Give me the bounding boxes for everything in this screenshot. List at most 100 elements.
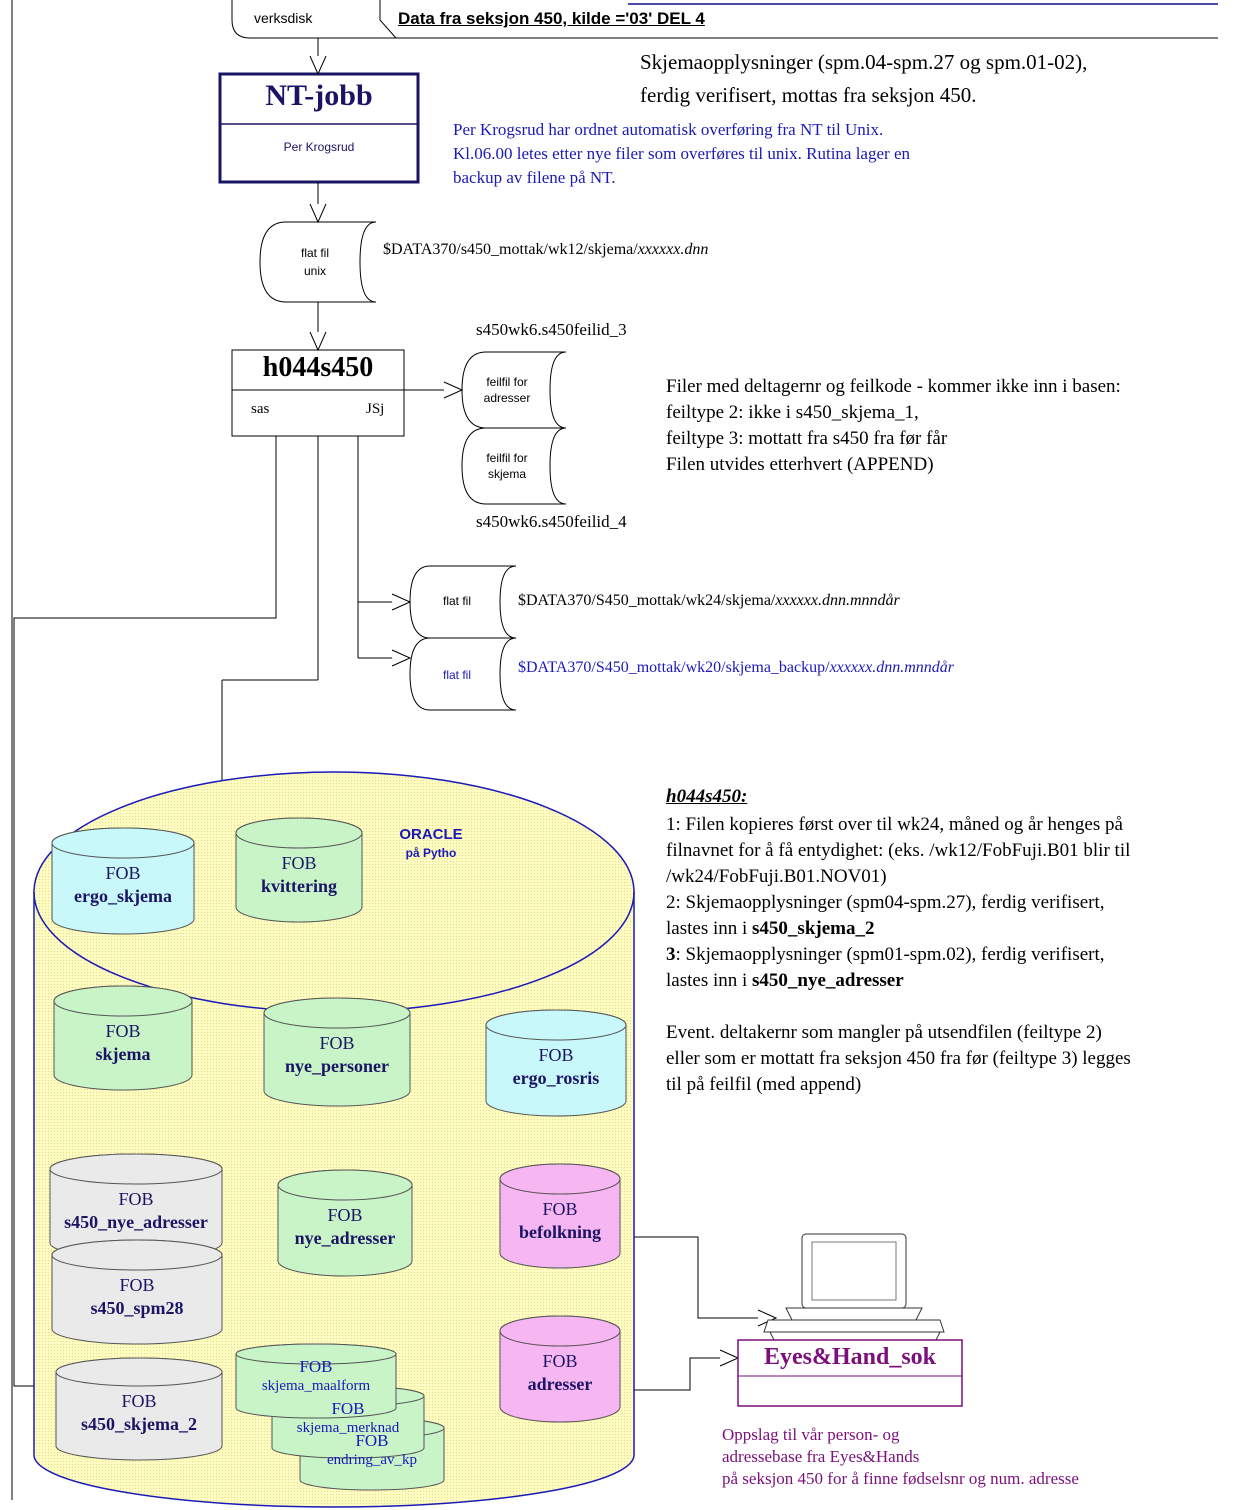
db-label-name: endring_av_kp	[327, 1452, 417, 1469]
db-table-s450-spm28	[51, 1239, 223, 1345]
desc-line: lastes inn i s450_nye_adresser	[666, 968, 1131, 994]
db-label-prefix: FOB	[299, 1357, 333, 1376]
db-table-nye-adresser	[277, 1169, 413, 1277]
feilid-3-name: s450wk6.s450feilid_3	[476, 320, 627, 339]
db-label-prefix: FOB	[319, 1033, 355, 1053]
flat-unix-path: $DATA370/s450_mottak/wk12/skjema/xxxxxx.…	[383, 241, 708, 259]
desc-text: lastes inn i	[666, 970, 753, 991]
desc-line: eller som er mottatt fra seksjon 450 fra…	[666, 1048, 1131, 1069]
db-label-name: befolkning	[518, 1221, 602, 1242]
path-text: $DATA370/s450_mottak/wk12/skjema/	[383, 241, 638, 258]
db-label-prefix: FOB	[538, 1045, 574, 1065]
db-label-name: s450_skjema_2	[81, 1413, 197, 1434]
db-table-adresser	[499, 1315, 621, 1423]
db-label-skjema-maalform: FOB skjema_maalform	[236, 1356, 396, 1396]
db-table-nye-personer	[263, 997, 411, 1107]
db-label-prefix: FOB	[105, 1021, 141, 1041]
feilfil-label-line: feilfil for	[486, 451, 528, 465]
desc-line: filnavnet for å få entydighet: (eks. /wk…	[666, 840, 1131, 861]
db-label-name: kvittering	[261, 875, 337, 896]
db-label-name: ergo_skjema	[74, 885, 172, 906]
verksdisk-label: verksdisk	[254, 10, 313, 26]
flat-unix-label-line: flat fil	[300, 246, 329, 260]
db-table-s450-nye-adresser	[49, 1153, 223, 1259]
db-label-name: s450_spm28	[90, 1297, 184, 1318]
desc-spacer	[666, 994, 1131, 1020]
computer-icon	[763, 1233, 945, 1341]
eyes-title: Eyes&Hand_sok	[763, 1344, 937, 1370]
flat-fil-wk24-label: flat fil	[442, 594, 471, 608]
h044-left-label: sas	[251, 401, 270, 417]
desc-bold: 3	[666, 944, 676, 965]
path-italic: xxxxxx.dnn	[637, 241, 709, 258]
desc-line: 2: Skjemaopplysninger (spm04-spm.27), fe…	[666, 892, 1105, 913]
feilfil-skjema-label: feilfil for skjema	[462, 450, 552, 482]
desc-line: lastes inn i s450_skjema_2	[666, 916, 1131, 942]
eyes-note-line: Oppslag til vår person- og	[722, 1425, 900, 1444]
intro-line: Skjemaopplysninger (spm.04-spm.27 og spm…	[640, 50, 1088, 74]
eyes-note-line: adressebase fra Eyes&Hands	[722, 1447, 920, 1466]
db-label-prefix: FOB	[542, 1351, 578, 1371]
process-description: h044s450: 1: Filen kopieres først over t…	[666, 784, 1131, 1098]
oracle-label: ORACLE på Pytho	[376, 826, 486, 862]
db-label-name: skjema_maalform	[261, 1378, 371, 1395]
db-table-s450-skjema-2	[55, 1357, 223, 1461]
nt-job-owner: Per Krogsrud	[283, 140, 355, 154]
desc-line: 1: Filen kopieres først over til wk24, m…	[666, 814, 1123, 835]
db-cylinders	[49, 817, 627, 1491]
path-italic: xxxxxx.dnn.mnndår	[829, 659, 954, 676]
oracle-subtitle: på Pytho	[405, 846, 457, 860]
db-label-name: skjema	[95, 1043, 151, 1064]
db-label-prefix: FOB	[105, 863, 141, 883]
desc-line: /wk24/FobFuji.B01.NOV01)	[666, 866, 887, 887]
desc-line: 3: Skjemaopplysninger (spm01-spm.02), fe…	[666, 942, 1131, 968]
db-label-prefix: FOB	[355, 1431, 389, 1450]
db-label-name: adresser	[527, 1373, 593, 1394]
intro-text: Skjemaopplysninger (spm.04-spm.27 og spm…	[640, 46, 1087, 112]
feilfil-adresser-label: feilfil for adresser	[462, 374, 552, 406]
flat-unix-label-line: unix	[303, 264, 326, 278]
db-label-name: nye_personer	[285, 1055, 389, 1076]
error-desc-line: Filer med deltagernr og feilkode - komme…	[666, 376, 1121, 397]
desc-text: : Skjemaopplysninger (spm01-spm.02), fer…	[675, 944, 1105, 965]
desc-line: Event. deltakernr som mangler på utsendf…	[666, 1022, 1102, 1043]
process-heading: h044s450:	[666, 786, 748, 807]
nt-note-line: Kl.06.00 letes etter nye filer som overf…	[453, 144, 910, 163]
desc-line: til på feilfil (med append)	[666, 1074, 862, 1095]
db-table-befolkning	[499, 1163, 621, 1269]
intro-line: ferdig verifisert, mottas fra seksjon 45…	[640, 83, 977, 107]
verksdisk-shape	[231, 0, 398, 39]
db-label-endring-av-kp: FOB endring_av_kp	[300, 1430, 444, 1470]
eyes-note-line: på seksjon 450 for å finne fødselsnr og …	[722, 1469, 1079, 1488]
flat-fil-wk20-path: $DATA370/S450_mottak/wk20/skjema_backup/…	[518, 659, 954, 677]
db-label-prefix: FOB	[281, 853, 317, 873]
db-label-prefix: FOB	[119, 1275, 155, 1295]
error-desc-line: feiltype 3: mottatt fra s450 fra før får	[666, 428, 948, 449]
flat-fil-wk20-label: flat fil	[442, 668, 471, 682]
flat-fil-wk20-shape	[409, 637, 517, 711]
h044-title: h044s450	[262, 352, 374, 383]
error-desc-line: feiltype 2: ikke i s450_skjema_1,	[666, 402, 919, 423]
db-table-ergo-rosris	[485, 1009, 627, 1117]
nt-job-title: NT-jobb	[265, 79, 373, 112]
desc-text: lastes inn i	[666, 918, 753, 939]
path-text: $DATA370/S450_mottak/wk20/skjema_backup/	[518, 659, 830, 676]
eyes-note: Oppslag til vår person- og adressebase f…	[722, 1424, 1079, 1490]
flat-unix-label: flat fil unix	[260, 244, 370, 280]
flat-fil-wk24-path: $DATA370/S450_mottak/wk24/skjema/xxxxxx.…	[518, 592, 900, 610]
nt-note-line: Per Krogsrud har ordnet automatisk overf…	[453, 120, 884, 139]
db-label-prefix: FOB	[118, 1189, 154, 1209]
feilfil-skjema-shape	[461, 427, 567, 505]
page-title: Data fra seksjon 450, kilde ='03' DEL 4	[398, 9, 705, 28]
